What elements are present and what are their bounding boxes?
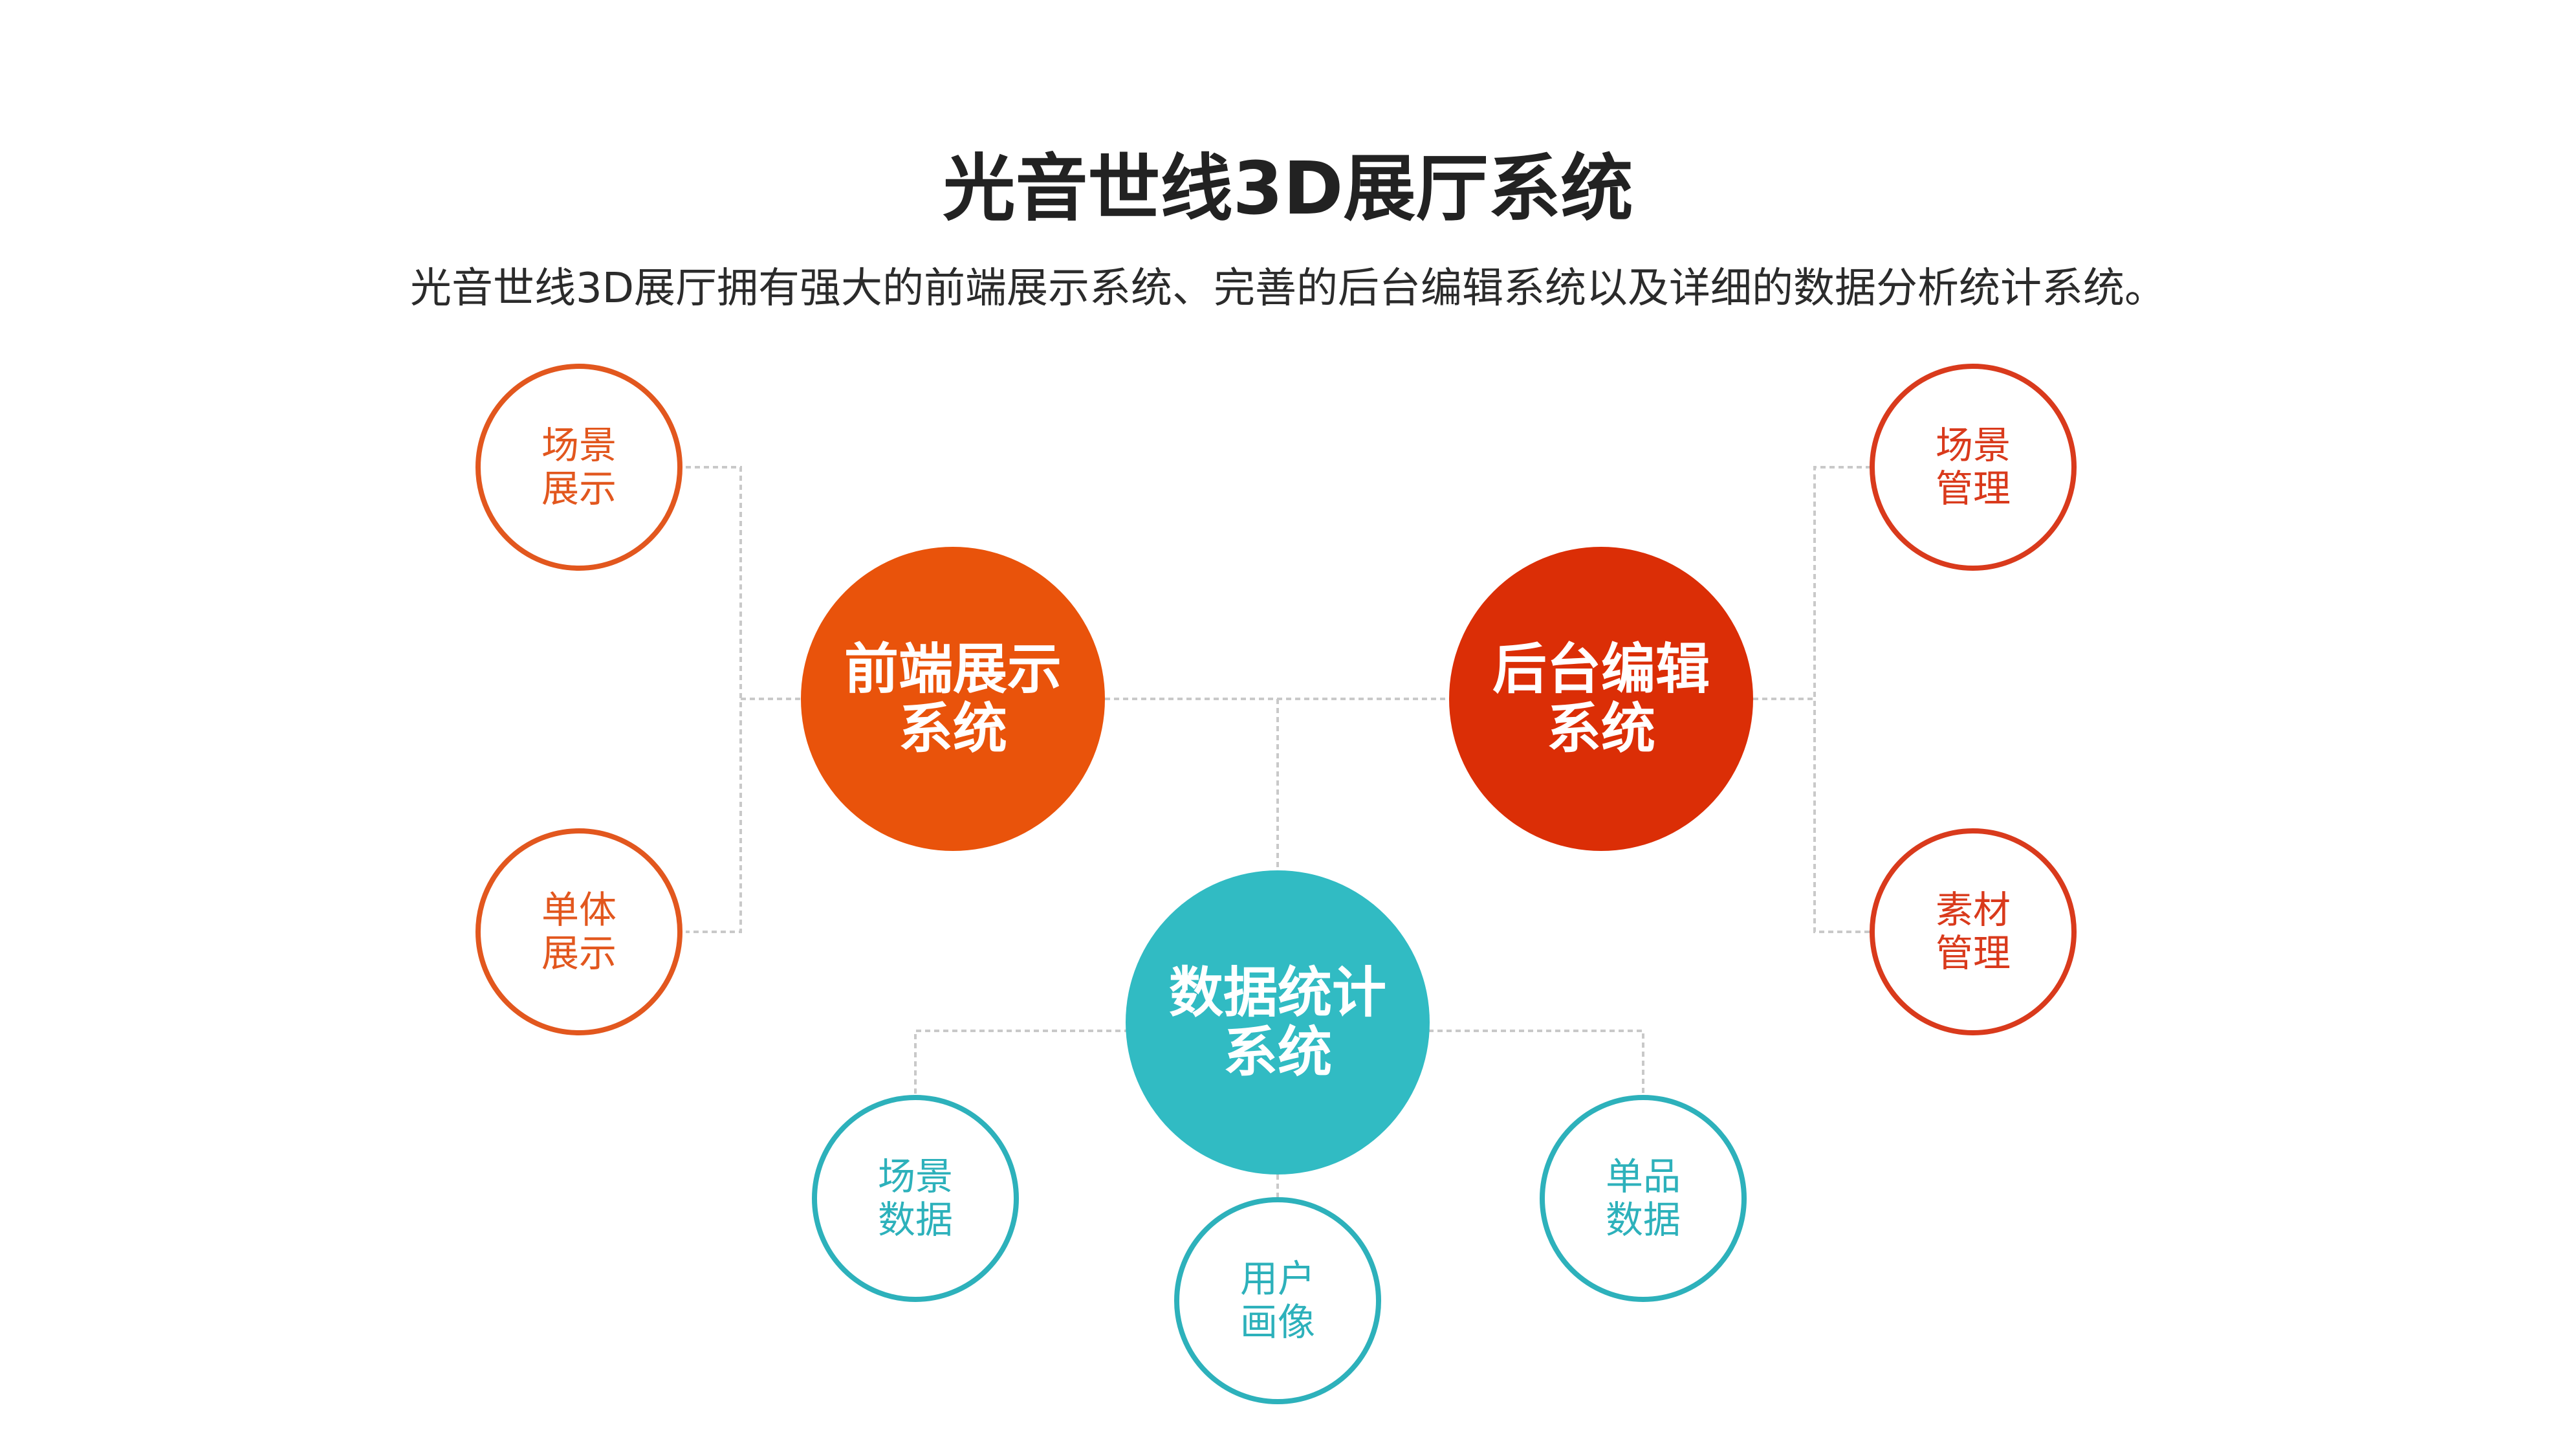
material-management-node: 素材 管理: [1870, 828, 2077, 1035]
connector-frontend-bracket: [686, 466, 742, 933]
backend-system-label: 后台编辑 系统: [1492, 637, 1710, 760]
connector-analytics-right: [1428, 1030, 1644, 1095]
material-management-label: 素材 管理: [1935, 888, 2011, 975]
analytics-system-label: 数据统计 系统: [1168, 960, 1386, 1084]
scene-management-label: 场景 管理: [1935, 423, 2011, 511]
connector-analytics-left: [914, 1030, 1428, 1095]
frontend-system-label: 前端展示 系统: [844, 637, 1062, 760]
item-display-label: 单体 展示: [541, 888, 617, 975]
page-subtitle: 光音世线3D展厅拥有强大的前端展示系统、完善的后台编辑系统以及详细的数据分析统计…: [410, 265, 2166, 313]
page-title: 光音世线3D展厅系统: [943, 147, 1633, 231]
scene-display-label: 场景 展示: [541, 423, 617, 511]
scene-management-node: 场景 管理: [1870, 364, 2077, 571]
scene-display-node: 场景 展示: [475, 364, 682, 571]
user-profile-label: 用户 画像: [1239, 1257, 1315, 1344]
scene-data-node: 场景 数据: [812, 1095, 1019, 1302]
connector-backend-bracket: [1813, 466, 1889, 933]
user-profile-node: 用户 画像: [1174, 1197, 1381, 1404]
frontend-system-node: 前端展示 系统: [801, 547, 1105, 851]
analytics-system-node: 数据统计 系统: [1126, 870, 1430, 1175]
item-data-node: 单品 数据: [1540, 1095, 1747, 1302]
scene-data-label: 场景 数据: [877, 1154, 953, 1242]
item-data-label: 单品 数据: [1605, 1154, 1681, 1242]
backend-system-node: 后台编辑 系统: [1449, 547, 1753, 851]
item-display-node: 单体 展示: [475, 828, 682, 1035]
